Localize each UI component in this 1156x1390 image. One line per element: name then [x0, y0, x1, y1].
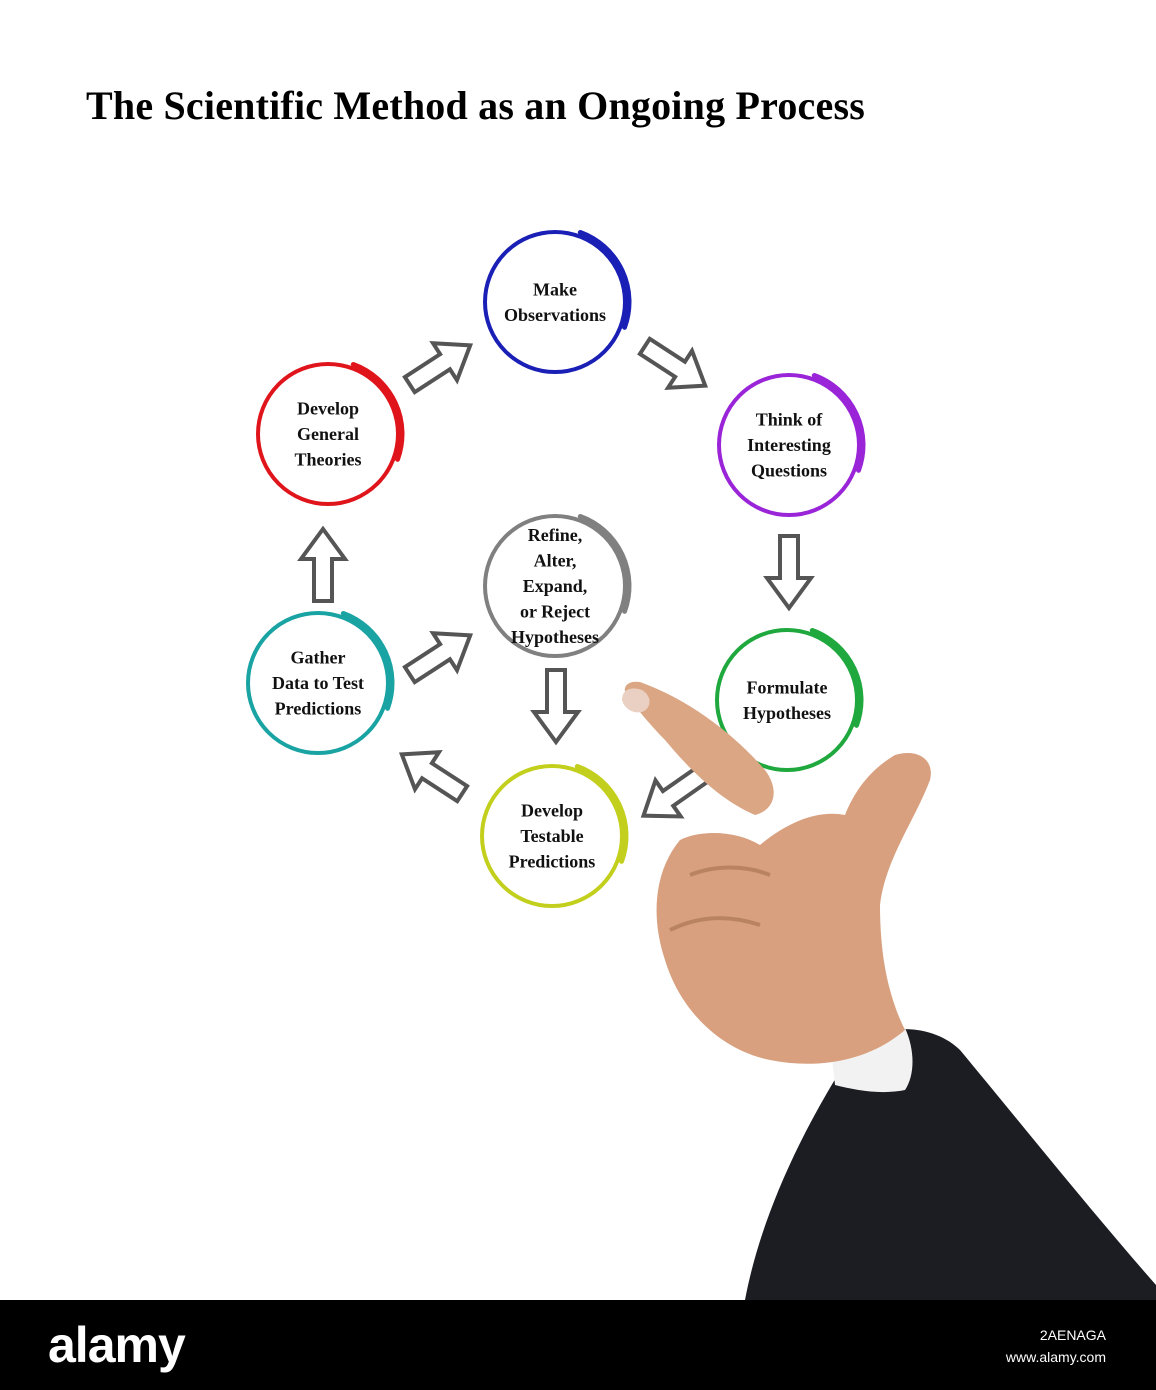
step-label-line: Develop	[521, 801, 583, 821]
pointing-hand-icon	[622, 681, 1156, 1300]
step-label-line: Predictions	[509, 852, 596, 872]
step-label-line: Alter,	[534, 551, 577, 571]
step-accent-arc	[574, 763, 629, 864]
step-label-line: Make	[533, 279, 577, 299]
step-label-line: Formulate	[747, 677, 828, 697]
step-label-line: Observations	[504, 305, 606, 325]
step-label-line: Testable	[520, 826, 583, 846]
step-label-line: Predictions	[275, 699, 362, 719]
step-label-line: Think of	[756, 410, 824, 430]
alamy-logo: alamy	[48, 1317, 186, 1373]
step-circle	[256, 362, 400, 506]
step-accent-arc	[340, 610, 395, 711]
flow-arrow	[637, 336, 709, 390]
step-label-line: Theories	[295, 450, 362, 470]
step-circle	[480, 764, 624, 908]
step-accent-arc	[809, 627, 864, 728]
step-label-line: Expand,	[523, 576, 588, 596]
step-circle	[715, 628, 859, 772]
step-circle	[483, 230, 627, 374]
flow-arrow	[402, 341, 474, 395]
step-label-line: Hypotheses	[511, 627, 599, 647]
step-accent-arc	[577, 513, 632, 614]
step-circle	[246, 611, 390, 755]
step-label-line: Hypotheses	[743, 703, 831, 723]
step-label-line: Gather	[291, 648, 346, 668]
knuckle-fold	[669, 916, 761, 932]
step-accent-arc	[577, 229, 632, 330]
fingernail	[622, 688, 650, 713]
image-id: 2AENAGA	[1039, 1327, 1106, 1343]
step-circle	[483, 514, 627, 658]
index-finger	[624, 681, 774, 815]
step-label-line: Interesting	[747, 435, 831, 455]
image-id-block: 2AENAGA www.alamy.com	[1006, 1324, 1106, 1368]
step-label-line: Refine,	[528, 525, 582, 545]
footer-bar: alamy 2AENAGA www.alamy.com	[0, 1300, 1156, 1390]
step-accent-arc	[811, 372, 866, 473]
suit-sleeve	[745, 1029, 1156, 1300]
hand-palm	[656, 752, 931, 1064]
flow-arrow	[640, 764, 711, 819]
step-label-line: General	[297, 424, 359, 444]
step-label-line: Develop	[297, 399, 359, 419]
step-accent-arc	[350, 361, 405, 462]
step-label-line: Data to Test	[272, 673, 364, 693]
diagram-title: The Scientific Method as an Ongoing Proc…	[86, 83, 865, 128]
flow-arrow	[398, 750, 470, 804]
flow-arrow	[297, 525, 349, 603]
arrows-layer	[297, 336, 815, 819]
flow-arrow	[530, 668, 582, 746]
knuckle-fold	[689, 865, 771, 877]
step-circle	[717, 373, 861, 517]
flow-arrow	[402, 631, 474, 685]
site-url: www.alamy.com	[1005, 1349, 1106, 1365]
flow-arrow	[763, 534, 815, 612]
step-label-line: or Reject	[520, 602, 590, 622]
step-label-line: Questions	[751, 461, 827, 481]
